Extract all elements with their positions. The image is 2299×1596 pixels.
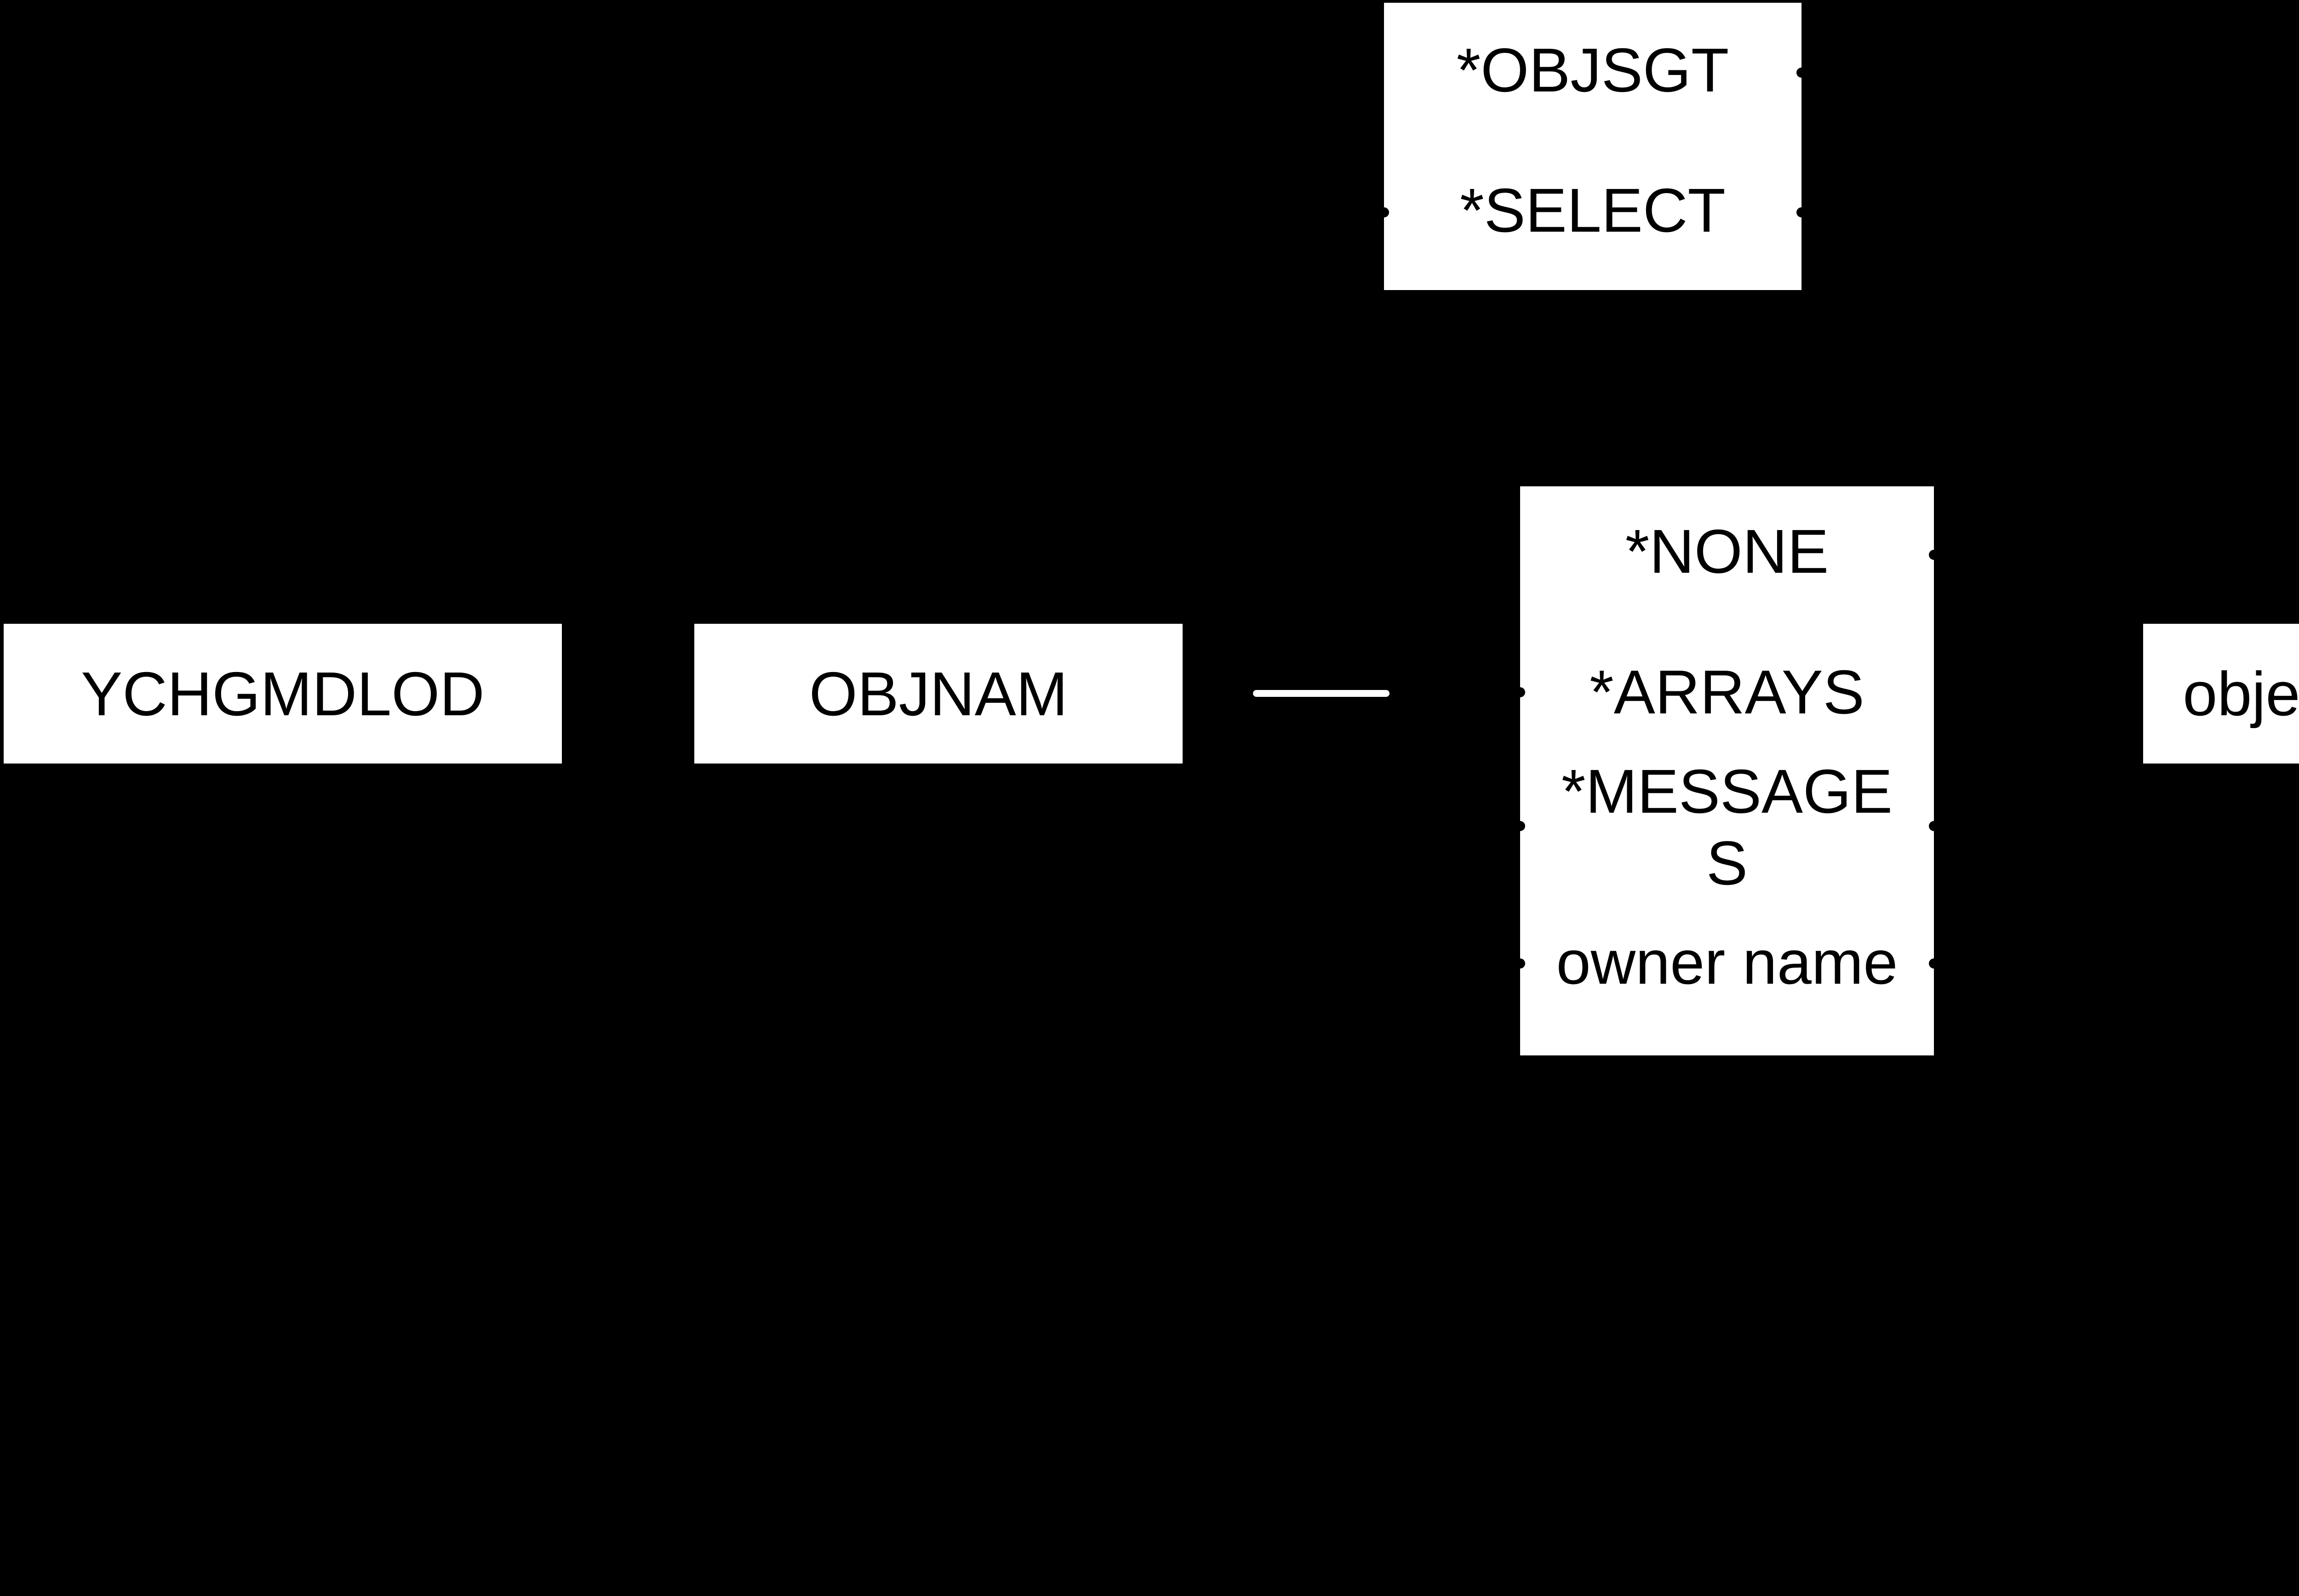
line-stub (1515, 958, 1525, 969)
top-options-box: *OBJSGT *SELECT (1384, 3, 1801, 290)
option-label: owner name (1556, 928, 1898, 997)
line-stub (1515, 687, 1525, 697)
value-options-box: *NONE *ARRAYS *MESSAGE S owner name (1520, 486, 1934, 1055)
option-label: *OBJSGT (1456, 35, 1729, 105)
parameter-label: OBJNAM (809, 659, 1068, 729)
line-stub (1796, 68, 1807, 78)
option-label: S (1706, 828, 1748, 898)
line-stub (1929, 550, 1939, 560)
command-label: YCHGMDLOD (81, 659, 485, 729)
line-stub (1379, 207, 1389, 217)
line-stub (1929, 821, 1939, 831)
line-stub (1929, 958, 1939, 969)
line-stub (1515, 821, 1525, 831)
object-name-box: object name (2143, 624, 2299, 764)
option-label: *ARRAYS (1590, 657, 1864, 727)
command-box: YCHGMDLOD (4, 624, 562, 764)
line-stub (1796, 207, 1807, 217)
option-label: *MESSAGE (1561, 757, 1893, 826)
object-name-label: object name (2183, 659, 2299, 729)
option-label: *NONE (1625, 517, 1829, 586)
parameter-box: OBJNAM (694, 624, 1183, 764)
connector-dash (1253, 690, 1390, 697)
option-label: *SELECT (1460, 176, 1726, 245)
